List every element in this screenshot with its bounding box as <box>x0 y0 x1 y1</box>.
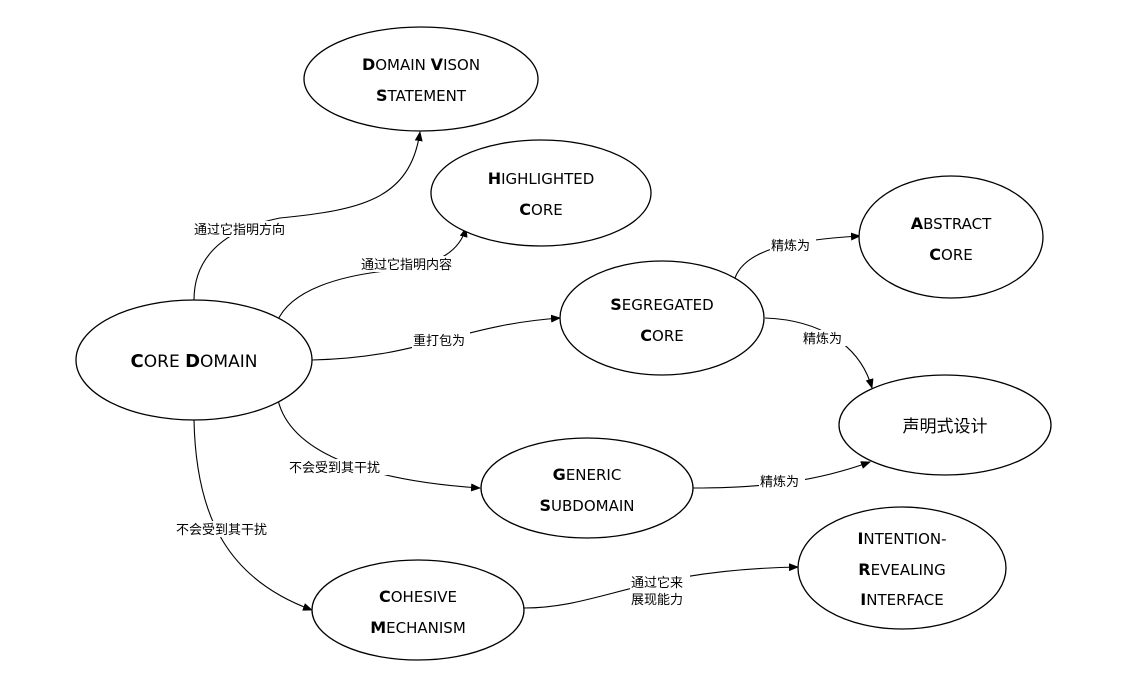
node-intention-revealing-interface[interactable]: INTENTION- REVEALING INTERFACE <box>797 506 1007 630</box>
svg-text:INTENTION-: INTENTION- <box>857 529 946 548</box>
svg-text:通过它来: 通过它来 <box>631 575 683 591</box>
edge-label-generic-to-declarative: 精炼为 <box>759 473 805 490</box>
svg-text:不会受到其干扰: 不会受到其干扰 <box>176 523 267 538</box>
node-highlighted-core[interactable]: HIGHLIGHTED CORE <box>430 139 652 247</box>
edge-label-to-generic: 不会受到其干扰 <box>288 459 390 476</box>
svg-text:COHESIVE: COHESIVE <box>379 587 457 606</box>
svg-text:CORE: CORE <box>519 200 562 219</box>
edge-label-to-vision: 通过它指明方向 <box>193 221 293 238</box>
svg-text:MECHANISM: MECHANISM <box>370 618 466 637</box>
svg-text:STATEMENT: STATEMENT <box>376 86 467 105</box>
svg-text:SUBDOMAIN: SUBDOMAIN <box>539 496 634 515</box>
svg-text:通过它指明方向: 通过它指明方向 <box>194 222 285 238</box>
svg-text:通过它指明内容: 通过它指明内容 <box>361 257 452 273</box>
svg-text:GENERIC: GENERIC <box>553 465 622 484</box>
svg-text:声明式设计: 声明式设计 <box>903 417 988 437</box>
svg-text:CORE: CORE <box>929 245 972 264</box>
edge-label-to-highlighted: 通过它指明内容 <box>360 256 462 273</box>
svg-text:重打包为: 重打包为 <box>413 333 465 349</box>
edge-core-to-highlighted <box>276 227 468 323</box>
node-abstract-core[interactable]: ABSTRACT CORE <box>858 175 1044 299</box>
edge-core-to-vision <box>193 131 423 301</box>
node-cohesive-mechanism[interactable]: COHESIVE MECHANISM <box>311 559 525 661</box>
svg-text:SEGREGATED: SEGREGATED <box>610 295 713 314</box>
edge-label-cohesive-to-intention: 通过它来 展现能力 <box>630 575 690 608</box>
svg-text:CORE: CORE <box>640 326 683 345</box>
edge-label-segregated-to-declarative: 精炼为 <box>802 330 848 347</box>
svg-text:精炼为: 精炼为 <box>803 332 842 347</box>
node-declarative-design[interactable]: 声明式设计 <box>838 374 1052 476</box>
node-segregated-core[interactable]: SEGREGATED CORE <box>559 260 765 376</box>
edge-core-to-cohesive <box>193 419 313 611</box>
svg-text:展现能力: 展现能力 <box>631 593 683 608</box>
svg-text:ABSTRACT: ABSTRACT <box>911 214 992 233</box>
node-core-domain[interactable]: CORE DOMAIN <box>75 299 313 421</box>
svg-text:HIGHLIGHTED: HIGHLIGHTED <box>488 169 595 188</box>
edge-label-to-segregated: 重打包为 <box>412 332 470 349</box>
svg-text:REVEALING: REVEALING <box>858 560 945 579</box>
svg-text:INTERFACE: INTERFACE <box>860 590 943 609</box>
svg-text:DOMAIN VISON: DOMAIN VISON <box>362 55 480 74</box>
svg-text:精炼为: 精炼为 <box>760 475 799 490</box>
edge-segregated-to-declarative <box>764 317 874 389</box>
edge-label-to-cohesive: 不会受到其干扰 <box>175 521 277 538</box>
edge-label-segregated-to-abstract: 精炼为 <box>770 237 816 254</box>
node-generic-subdomain[interactable]: GENERIC SUBDOMAIN <box>480 437 694 539</box>
svg-text:不会受到其干扰: 不会受到其干扰 <box>289 461 380 476</box>
svg-text:CORE DOMAIN: CORE DOMAIN <box>131 351 258 372</box>
node-domain-vision-statement[interactable]: DOMAIN VISON STATEMENT <box>303 26 539 132</box>
svg-text:精炼为: 精炼为 <box>771 239 810 254</box>
